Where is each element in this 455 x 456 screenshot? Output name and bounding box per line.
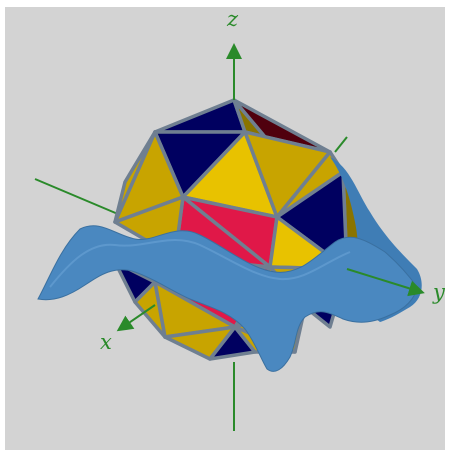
face (113, 130, 157, 224)
surface-highlight (49, 239, 351, 288)
3d-scene[interactable]: z y x (5, 7, 445, 450)
y-axis-label: y (432, 280, 445, 304)
z-axis-label: z (226, 7, 239, 31)
surface-sheet (37, 225, 418, 372)
x-axis-back (34, 178, 126, 218)
y-axis-front (346, 268, 425, 297)
wave-surface[interactable] (37, 157, 422, 372)
plot-canvas[interactable]: z y x (5, 7, 445, 450)
y-axis-back (334, 136, 348, 153)
x-axis-label: x (100, 330, 112, 354)
x-axis-front (116, 304, 156, 332)
face (153, 98, 247, 134)
